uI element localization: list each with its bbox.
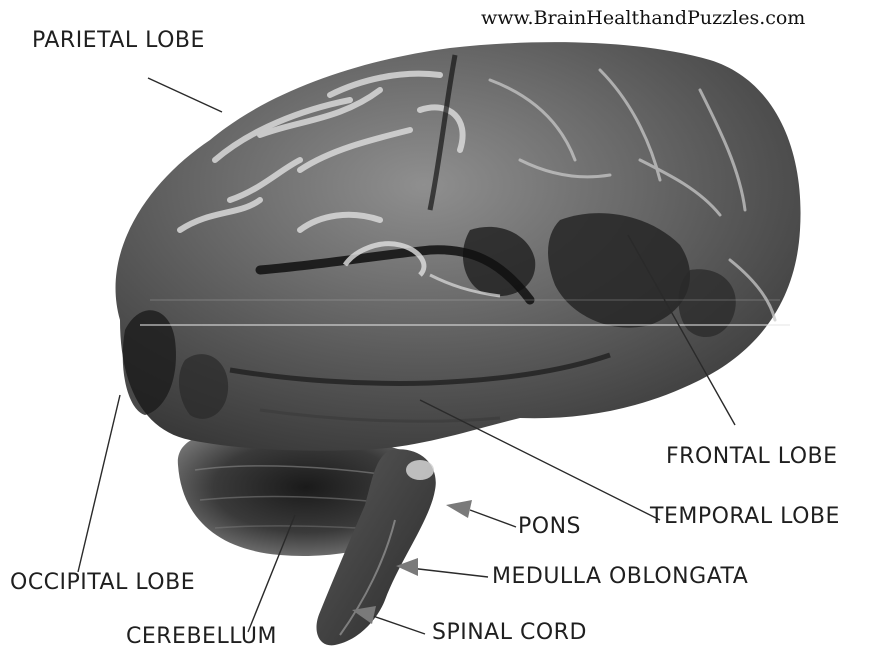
label-occipital-lobe: OCCIPITAL LOBE (10, 572, 195, 594)
label-cerebellum: CEREBELLUM (126, 626, 277, 648)
leader-spinal-cord (370, 615, 425, 634)
label-pons: PONS (518, 516, 581, 538)
leader-parietal (148, 78, 222, 112)
leader-occipital (78, 395, 120, 572)
label-frontal-lobe: FRONTAL LOBE (666, 446, 838, 468)
leader-medulla (410, 568, 488, 577)
label-spinal-cord: SPINAL CORD (432, 622, 587, 644)
label-medulla-oblongata: MEDULLA OBLONGATA (492, 566, 748, 588)
label-temporal-lobe: TEMPORAL LOBE (650, 506, 840, 528)
label-parietal-lobe: PARIETAL LOBE (32, 30, 205, 52)
source-watermark: www.BrainHealthandPuzzles.com (481, 9, 805, 28)
leader-pons (470, 510, 516, 527)
